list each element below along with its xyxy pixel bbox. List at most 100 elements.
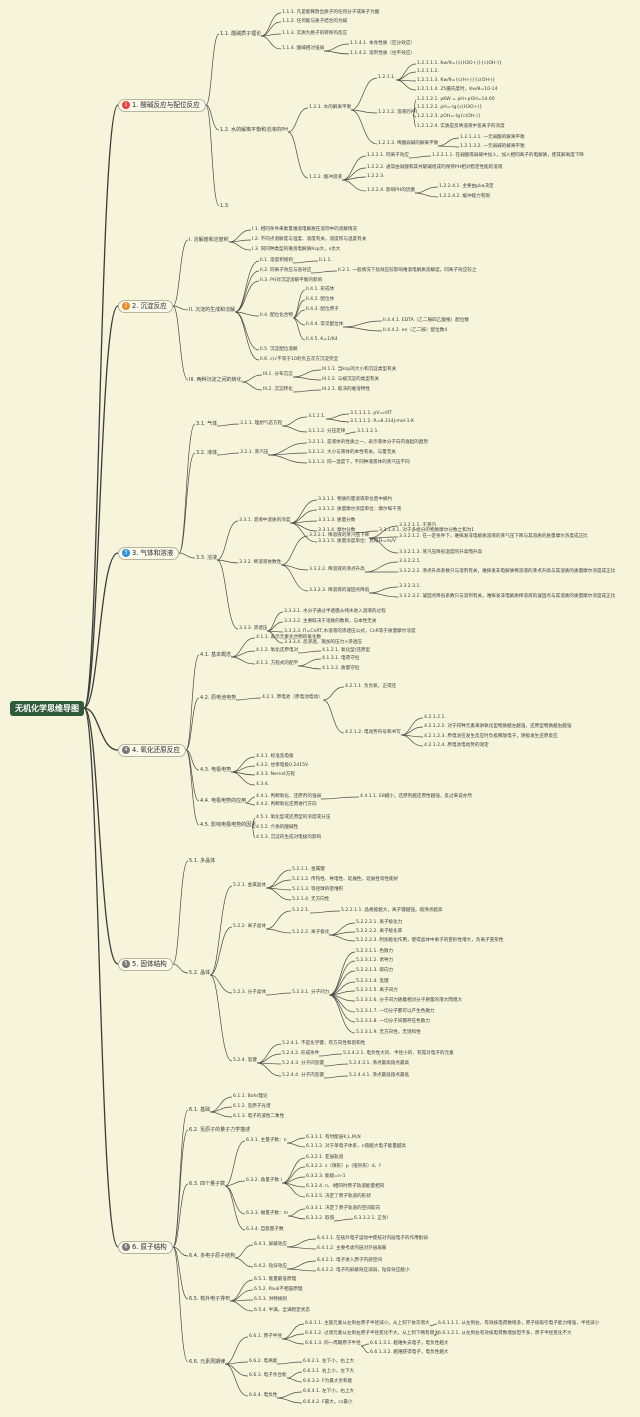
subtopic-node[interactable]: 4.4.1. 判断氧化、还原剂的强弱 xyxy=(256,794,322,799)
topic-node[interactable]: I. 溶解度和溶度积 xyxy=(189,237,229,243)
subtopic-node[interactable]: I.3. 同同种类型的难溶电解质Ksp大，s也大 xyxy=(252,247,341,252)
subtopic-node[interactable]: 5.2.2.1. xyxy=(292,908,310,913)
subtopic-node[interactable]: II.4.1. 形成体 xyxy=(306,287,335,292)
subtopic-node[interactable]: 4.4.2. 判断氧化还原进行方向 xyxy=(256,802,317,807)
subtopic-node[interactable]: 3.1.1.1. xyxy=(308,414,326,419)
subtopic-node[interactable]: II.4.3. 配位原子 xyxy=(306,307,339,312)
subtopic-node[interactable]: 5.2.1.3. 等径球的密堆积 xyxy=(292,887,344,892)
subtopic-node[interactable]: 5.2.3.1.1. 色散力 xyxy=(356,949,394,954)
subtopic-node[interactable]: 6.6.1.1. 主族元素从左到右原子半径减小，从上到下依次增大 xyxy=(305,1321,430,1326)
subtopic-node[interactable]: 6.3.2.3. 能级=n-1 xyxy=(306,1174,346,1179)
subtopic-node[interactable]: 1.2.1.1.1. Kw/θ={c(H3O+)}{c(OH-)} xyxy=(417,61,502,66)
subtopic-node[interactable]: 3.3.1.1. 物质的量溶液单位密中被约 xyxy=(318,497,393,502)
subtopic-node[interactable]: 6.5.2. Pauli不相容原理 xyxy=(254,1287,303,1292)
subtopic-node[interactable]: 3.3.1.5. 质量浓度单位：克每升=m/V xyxy=(318,539,396,544)
topic-node[interactable]: 5.1. 多晶体 xyxy=(189,858,216,864)
subtopic-node[interactable]: 3.3.2.1.1. 于蒸汽 xyxy=(399,523,437,528)
subtopic-node[interactable]: 5.2.2.2.2. 离子极化率 xyxy=(356,929,403,934)
subtopic-node[interactable]: 6.3.2. 角量子数 l xyxy=(246,1178,282,1183)
subtopic-node[interactable]: 1.2.2.2. 通常由弱酸和其共轭碱组成的保持PH相对稳定性能的溶液 xyxy=(367,165,503,170)
topic-node[interactable]: 3.3. 溶液 xyxy=(196,555,218,561)
subtopic-node[interactable]: 1.1.2. 任何能与质子结合的为碱 xyxy=(282,19,348,24)
subtopic-node[interactable]: III.1. 分布沉淀 xyxy=(263,372,293,377)
subtopic-node[interactable]: 4.4.1.1. Eθ越小，还原剂越还原性越强，反过来说亦然 xyxy=(360,794,472,799)
subtopic-node[interactable]: 5.2.2. 离子晶体 xyxy=(233,924,266,929)
subtopic-node[interactable]: 3.3.3.3. Π=CnRT,水溶液的渗透压公式，CnR等于质量摩尔浓度 xyxy=(284,629,416,634)
subtopic-node[interactable]: 5.2.3.1.9. 无方向性，无饱和性 xyxy=(356,1030,421,1035)
subtopic-node[interactable]: 6.5.1. 能量最低原理 xyxy=(254,1277,297,1282)
subtopic-node[interactable]: 1.2.2.4.2. 缓冲能力有限 xyxy=(439,194,490,199)
topic-node[interactable]: 3.2. 液体 xyxy=(196,450,218,456)
subtopic-node[interactable]: 1.2.2.3. xyxy=(367,174,385,179)
topic-node[interactable]: II. 沉淀的生成和溶解 xyxy=(189,307,236,313)
subtopic-node[interactable]: 5.2.3.1.5. 离子间力 xyxy=(356,988,398,993)
subtopic-node[interactable]: 6.3.2.2. s（球形）p（哑铃形）d、f xyxy=(306,1164,381,1169)
subtopic-node[interactable]: 3.3.2.1.2. 在一定条件下，难挥发非电解质溶液的蒸气压下降与其溶质的质量… xyxy=(399,534,588,539)
subtopic-node[interactable]: III.2.1. 取决的难溶特性 xyxy=(322,387,370,392)
topic-node[interactable]: 1.3. xyxy=(220,203,230,209)
subtopic-node[interactable]: 3.1.1.2.1. xyxy=(357,429,379,434)
subtopic-node[interactable]: 5.2.2.2. 离子极化 xyxy=(292,930,330,935)
subtopic-node[interactable]: II.4.2. 配位体 xyxy=(306,297,335,302)
subtopic-node[interactable]: 5.2.4.2. 形成条件 xyxy=(282,1051,320,1056)
subtopic-node[interactable]: 6.6.2.1. 左下小，右上大 xyxy=(303,1359,355,1364)
subtopic-node[interactable]: 3.3.2. 稀溶液依数性 xyxy=(239,560,282,565)
subtopic-node[interactable]: 6.6.1.2.1. 从左到右有效核电荷数增加但不多，原子半径变化不大 xyxy=(438,1331,572,1336)
subtopic-node[interactable]: 4.3.2. 甘汞电极0.2415V xyxy=(256,763,309,768)
subtopic-node[interactable]: 4.1.3.2. 质量守恒 xyxy=(322,666,360,671)
subtopic-node[interactable]: 4.1.2.1. 氧化型/还原型 xyxy=(322,648,371,653)
subtopic-node[interactable]: 3.3.2.2.1. xyxy=(399,559,421,564)
subtopic-node[interactable]: II.2.1. 一般情况下盐效应较影响难溶电解质溶解度，同离子效应较之 xyxy=(338,268,477,273)
subtopic-node[interactable]: 6.3.2.5. 决定了原子轨道的形状 xyxy=(306,1194,371,1199)
subtopic-node[interactable]: 4.2.1.1. 负负氧，正得还 xyxy=(345,684,397,689)
subtopic-node[interactable]: 4.2.1. 原电池（原电池电动） xyxy=(262,695,323,700)
subtopic-node[interactable]: 3.3.2.1. 稀溶液的蒸汽压下降 xyxy=(309,533,370,538)
subtopic-node[interactable]: 1.2.2.1. 同离子效应 xyxy=(367,153,409,158)
subtopic-node[interactable]: II.4.4.2. en（乙二胺）配位数4 xyxy=(383,328,448,333)
subtopic-node[interactable]: 3.1.1.1.2. R=8.314J·mol-1·K xyxy=(350,419,414,424)
subtopic-node[interactable]: 5.2.3.1.6. 分子间力随着相对分子质量的增大而增大 xyxy=(356,998,463,1003)
subtopic-node[interactable]: II.2. 同离子效应与盐效应 xyxy=(260,268,312,273)
subtopic-node[interactable]: 6.6.1.3.2. 越难获得电子，电负性越大 xyxy=(370,1350,449,1355)
subtopic-node[interactable]: 1.2.2.4. 影响PH的因素 xyxy=(367,188,416,193)
subtopic-node[interactable]: 4.3.4. xyxy=(256,782,270,787)
subtopic-node[interactable]: 1.2.1.2. 溶液的PH xyxy=(378,110,417,115)
subtopic-node[interactable]: 4.3.1. 标准氢电极 xyxy=(256,754,294,759)
subtopic-node[interactable]: 6.6.1. 原子半径 xyxy=(249,1334,282,1339)
subtopic-node[interactable]: 1.2.1.2.3. pOH=-lg{c(OH-)} xyxy=(417,114,481,119)
topic-node[interactable]: 4.3. 电极电势 xyxy=(200,767,232,773)
subtopic-node[interactable]: II.1.1. xyxy=(319,258,332,263)
topic-node[interactable]: 4.1. 基本概念 xyxy=(200,652,232,658)
subtopic-node[interactable]: 5.2.3.1. 分子间力 xyxy=(292,990,330,995)
subtopic-node[interactable]: 6.3.4. 自旋量子数 xyxy=(246,1227,284,1232)
subtopic-node[interactable]: I.2. 不同点溶解度与温度、溶度有关，溶度积与温度有关 xyxy=(252,237,367,242)
subtopic-node[interactable]: III.2. 沉淀转化 xyxy=(263,387,293,392)
subtopic-node[interactable]: 6.3.3.2.1. 正负l xyxy=(354,1216,388,1221)
topic-node[interactable]: 4.4. 电极电势的应用 xyxy=(200,798,247,804)
subtopic-node[interactable]: 6.3.3. 磁量子数：m xyxy=(246,1211,289,1216)
subtopic-node[interactable]: 6.6.1.2. 过渡元素从左到右原子半径变化不大，从上到下略有增大 xyxy=(305,1331,439,1336)
subtopic-node[interactable]: 3.3.2.3. 稀溶液的凝固点降低 xyxy=(309,588,370,593)
subtopic-node[interactable]: 3.3.1.3. 质量分数 xyxy=(318,518,356,523)
subtopic-node[interactable]: 5.2.1.1. 金属键 xyxy=(292,867,325,872)
subtopic-node[interactable]: 3.1.1.2. 分压定律 xyxy=(308,429,346,434)
subtopic-node[interactable]: 6.4.2. 钻穿效应 xyxy=(254,1264,287,1269)
subtopic-node[interactable]: 6.1.1. Bohr理论 xyxy=(233,1094,268,1099)
subtopic-node[interactable]: 5.2.4.4.1. 沸点最低熔点最低 xyxy=(349,1073,410,1078)
subtopic-node[interactable]: II.3. PH对沉淀溶解平衡的影响 xyxy=(260,278,323,283)
subtopic-node[interactable]: 5.2.4.3. 分子间氢键 xyxy=(282,1061,324,1066)
subtopic-node[interactable]: 3.2.1.2. 大小与液体的本性有关，与量无关 xyxy=(308,450,396,455)
subtopic-node[interactable]: 1.2.1.1.4. 25摄氏度时，Kw/θ=10-14 xyxy=(417,87,498,92)
subtopic-node[interactable]: 4.3.3. Nernst方程 xyxy=(256,772,295,777)
subtopic-node[interactable]: 6.6.4.1. 左下小，右上大 xyxy=(303,1389,355,1394)
subtopic-node[interactable]: 5.2.3.1.8. 一切分子间都存在色散力 xyxy=(356,1019,430,1024)
subtopic-node[interactable]: III.1.2. 与被沉淀的类型有关 xyxy=(322,377,380,382)
subtopic-node[interactable]: 3.3.2.3.2. 凝固点降低系数只与溶剂有关，难挥发非电解质稀溶液的凝固点与… xyxy=(399,594,616,599)
subtopic-node[interactable]: 1.2.1.3. 稀酸弱碱的解离平衡 xyxy=(378,141,439,146)
subtopic-node[interactable]: 5.2.1.4. 无方向性 xyxy=(292,897,330,902)
subtopic-node[interactable]: I.1. 相同条件来衡量难溶电解质在溶剂中的溶解情况 xyxy=(252,227,358,232)
